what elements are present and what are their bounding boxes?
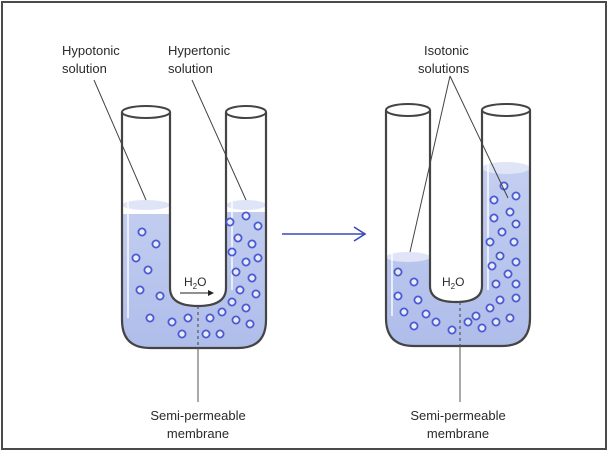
solute-particle — [225, 217, 235, 227]
right-left-arm-meniscus — [386, 252, 430, 262]
solute-particle — [131, 253, 141, 263]
solute-particle — [471, 311, 481, 321]
solute-particle — [183, 313, 193, 323]
solute-particle — [511, 257, 521, 267]
left-arm-meniscus — [122, 200, 170, 210]
right-arm-meniscus — [226, 200, 266, 210]
solute-particle — [253, 221, 263, 231]
solute-particle — [447, 325, 457, 335]
solute-particle — [489, 195, 499, 205]
right-arm-opening — [225, 105, 267, 119]
hypotonic-label-line2: solution — [62, 61, 107, 76]
right-tube-outer — [384, 110, 532, 348]
isotonic-leader-left — [409, 75, 451, 253]
solute-particle — [489, 213, 499, 223]
water-label-right: H2O — [442, 275, 464, 291]
solute-particle — [409, 321, 419, 331]
right-solute-particles — [393, 181, 521, 335]
solute-particle — [201, 329, 211, 339]
solute-particle — [511, 293, 521, 303]
solute-particle — [241, 303, 251, 313]
solute-particle — [497, 227, 507, 237]
solute-particle — [463, 317, 473, 327]
solute-particle — [215, 329, 225, 339]
membrane-left-label-line1: Semi-permeable — [150, 408, 245, 423]
isotonic-label-line2: solutions — [418, 61, 470, 76]
solute-particle — [485, 237, 495, 247]
solute-particle — [393, 291, 403, 301]
right-right-arm-meniscus — [482, 162, 530, 174]
right-left-arm-opening — [385, 103, 431, 117]
membrane-right-label-line1: Semi-permeable — [410, 408, 505, 423]
solute-particle — [227, 247, 237, 257]
solute-particle — [511, 219, 521, 229]
left-tube-outer — [120, 112, 268, 350]
solute-particle — [421, 309, 431, 319]
left-solute-particles — [131, 211, 263, 339]
solute-particle — [491, 279, 501, 289]
hypertonic-label-line1: Hypertonic — [168, 43, 231, 58]
transition-arrow — [282, 226, 367, 242]
isotonic-label-line1: Isotonic — [424, 43, 469, 58]
solute-particle — [245, 319, 255, 329]
hypertonic-leader — [191, 79, 247, 201]
solute-particle — [231, 315, 241, 325]
solute-particle — [431, 317, 441, 327]
solute-particle — [155, 291, 165, 301]
solute-particle — [217, 307, 227, 317]
solute-particle — [145, 313, 155, 323]
solute-particle — [495, 295, 505, 305]
solute-particle — [241, 211, 251, 221]
hypotonic-label-line1: Hypotonic — [62, 43, 120, 58]
solute-particle — [491, 317, 501, 327]
solute-particle — [231, 267, 241, 277]
solute-particle — [511, 191, 521, 201]
hypotonic-leader — [93, 79, 147, 201]
isotonic-leader-right — [449, 75, 509, 199]
right-tube-inner — [428, 110, 484, 304]
solute-particle — [251, 289, 261, 299]
solute-particle — [487, 261, 497, 271]
membrane-left-label-line2: membrane — [167, 426, 229, 441]
solute-particle — [253, 253, 263, 263]
solute-particle — [509, 237, 519, 247]
solute-particle — [413, 295, 423, 305]
solute-particle — [485, 303, 495, 313]
membrane-right-label-line2: membrane — [427, 426, 489, 441]
solute-particle — [477, 323, 487, 333]
solute-particle — [399, 307, 409, 317]
solute-particle — [167, 317, 177, 327]
solute-particle — [235, 285, 245, 295]
solute-particle — [393, 267, 403, 277]
solute-particle — [503, 269, 513, 279]
solute-particle — [247, 239, 257, 249]
solute-particle — [241, 257, 251, 267]
solute-particle — [505, 313, 515, 323]
right-u-tube: H2O — [384, 103, 532, 402]
solute-particle — [205, 313, 215, 323]
solute-particle — [505, 207, 515, 217]
solute-particle — [409, 277, 419, 287]
solute-particle — [135, 285, 145, 295]
right-right-arm-opening — [481, 103, 531, 117]
solute-particle — [233, 233, 243, 243]
left-arm-opening — [121, 105, 171, 119]
water-label-left: H2O — [184, 275, 206, 291]
hypertonic-label-line2: solution — [168, 61, 213, 76]
solute-particle — [511, 279, 521, 289]
solute-particle — [495, 251, 505, 261]
solute-particle — [143, 265, 153, 275]
solute-particle — [177, 329, 187, 339]
solute-particle — [151, 239, 161, 249]
solute-particle — [227, 297, 237, 307]
solute-particle — [247, 273, 257, 283]
solute-particle — [137, 227, 147, 237]
